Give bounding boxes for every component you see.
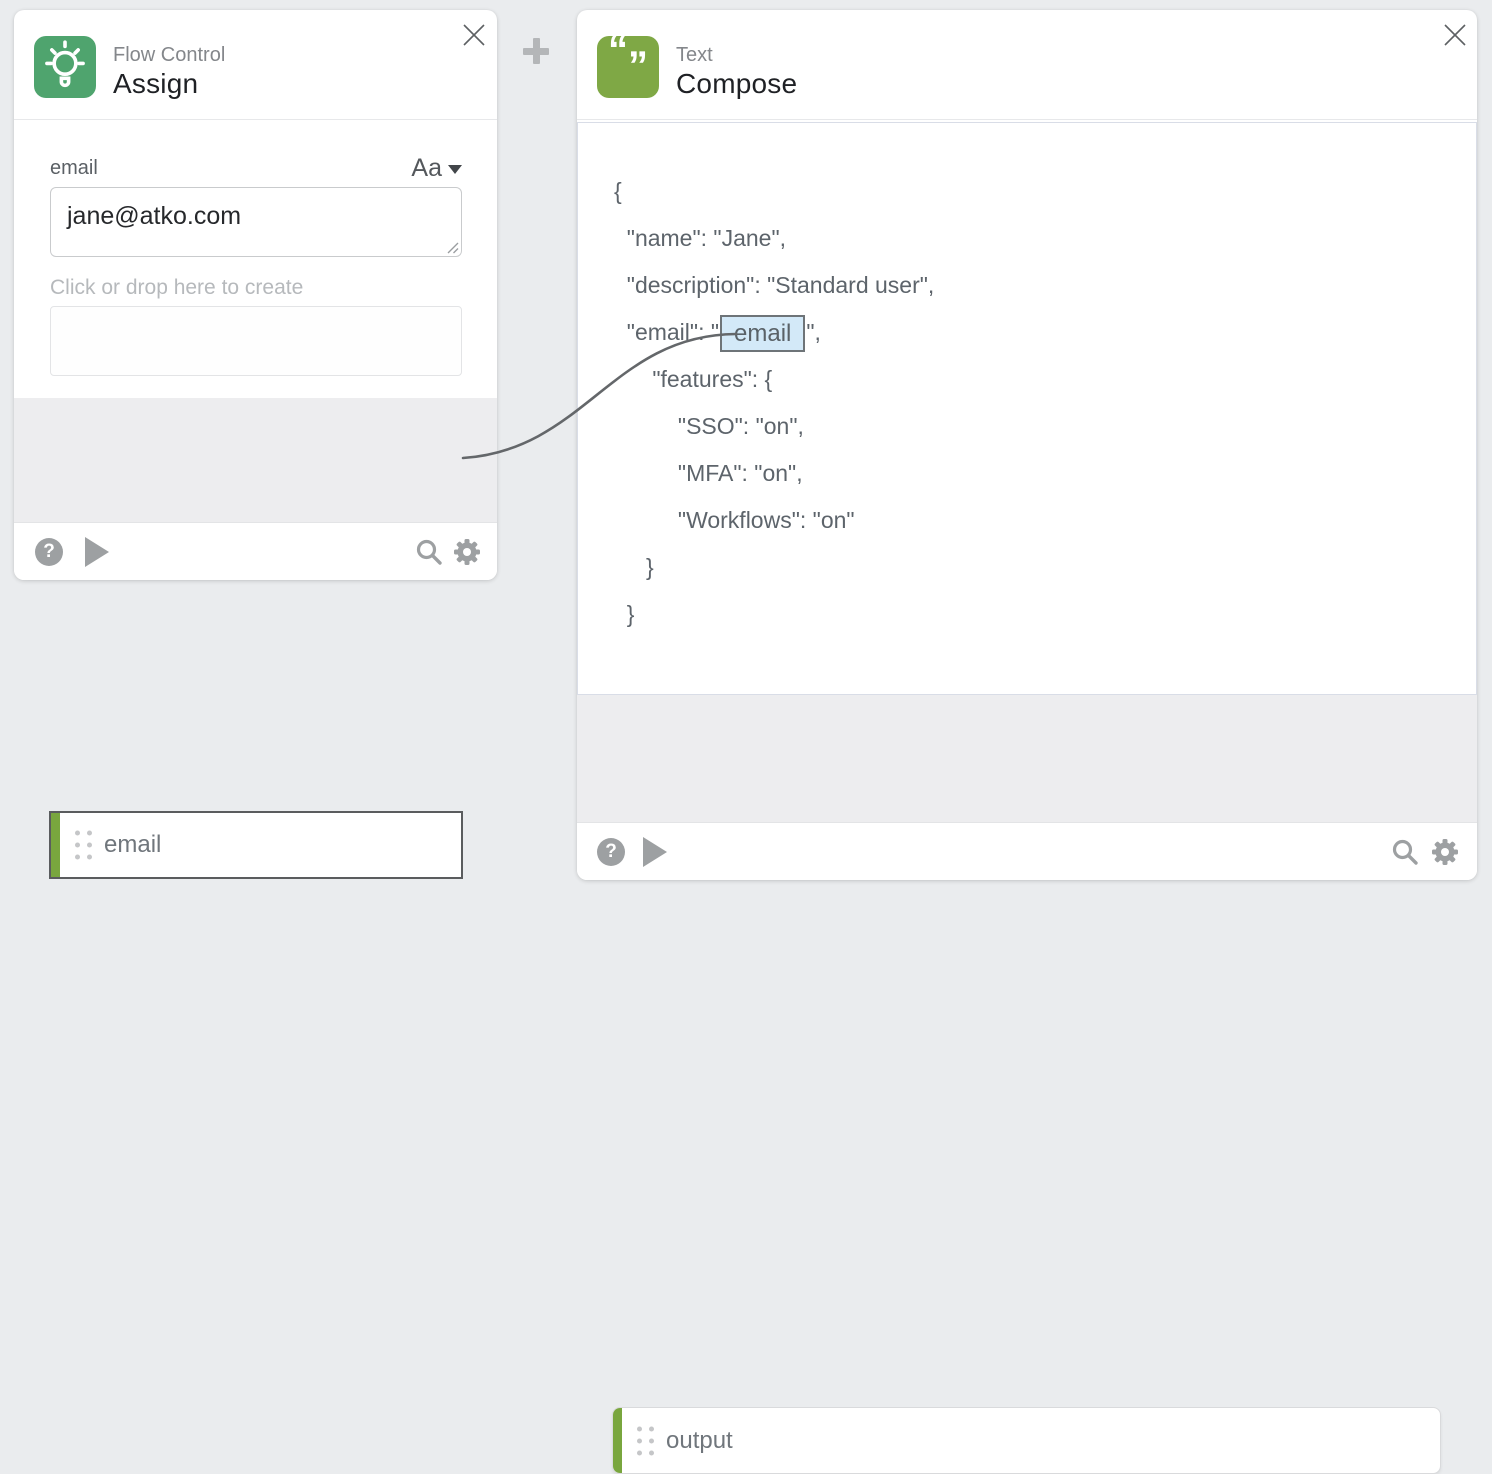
card-title: Compose (676, 68, 798, 99)
compose-outputs-zone: output (577, 695, 1477, 1474)
run-icon[interactable] (643, 836, 667, 867)
json-line-email: "email": "email", (614, 309, 1476, 356)
json-line: } (614, 601, 635, 627)
close-icon[interactable] (461, 22, 487, 48)
json-line: "SSO": "on", (614, 413, 804, 439)
pill-accent-strip (51, 813, 60, 877)
assign-outputs-zone: email (14, 398, 497, 879)
chevron-down-icon (448, 164, 462, 174)
json-line: "name": "Jane", (614, 225, 787, 251)
assign-card: Flow Control Assign email Aa jane@atko.c… (14, 10, 497, 879)
help-icon[interactable]: ? (35, 537, 63, 566)
quote-icon: “ ” (597, 28, 659, 98)
json-line: "features": { (614, 366, 773, 392)
compose-text-editor[interactable]: { "name": "Jane", "description": "Standa… (577, 122, 1477, 695)
json-line: "Workflows": "on" (614, 507, 855, 533)
search-icon[interactable] (413, 536, 445, 568)
card-title: Assign (113, 68, 199, 99)
email-output-pill[interactable]: email (49, 811, 463, 879)
json-email-suffix: ", (806, 319, 821, 345)
json-content: { "name": "Jane", "description": "Standa… (578, 123, 1476, 638)
card-category: Flow Control (113, 44, 226, 66)
settings-icon[interactable] (1428, 835, 1462, 869)
assign-card-header: Flow Control Assign (14, 10, 497, 120)
json-email-prefix: "email": " (614, 319, 720, 345)
help-icon[interactable]: ? (597, 837, 625, 866)
drag-handle-icon[interactable] (75, 830, 92, 860)
output-pill[interactable]: output (612, 1407, 1441, 1474)
pill-label: email (104, 831, 162, 858)
compose-card: “ ” Text Compose { "name": "Jane", "desc… (577, 10, 1477, 1474)
email-token-pill[interactable]: email (720, 315, 806, 353)
create-field-dropzone[interactable] (50, 306, 462, 376)
email-field-label: email (50, 157, 98, 179)
pill-accent-strip (613, 1408, 622, 1473)
run-icon[interactable] (85, 536, 109, 567)
lightbulb-icon (34, 36, 96, 98)
search-icon[interactable] (1389, 836, 1421, 868)
drop-hint-label: Click or drop here to create (50, 276, 304, 299)
email-value-input[interactable]: jane@atko.com (50, 187, 462, 257)
add-step-icon[interactable] (520, 35, 552, 67)
field-type-dropdown[interactable]: Aa (411, 154, 462, 183)
pill-label: output (666, 1426, 733, 1454)
assign-card-footer: ? (14, 522, 497, 580)
close-icon[interactable] (1442, 22, 1468, 48)
compose-card-footer: ? (577, 822, 1477, 880)
json-line: "MFA": "on", (614, 460, 803, 486)
drag-handle-icon[interactable] (637, 1426, 654, 1455)
json-line: { (614, 178, 622, 204)
settings-icon[interactable] (450, 535, 484, 569)
compose-card-header: “ ” Text Compose (577, 10, 1477, 120)
email-field-row: email Aa (50, 154, 462, 185)
field-type-label: Aa (411, 154, 442, 182)
json-line: } (614, 554, 654, 580)
json-line: "description": "Standard user", (614, 272, 935, 298)
card-category: Text (676, 44, 713, 66)
